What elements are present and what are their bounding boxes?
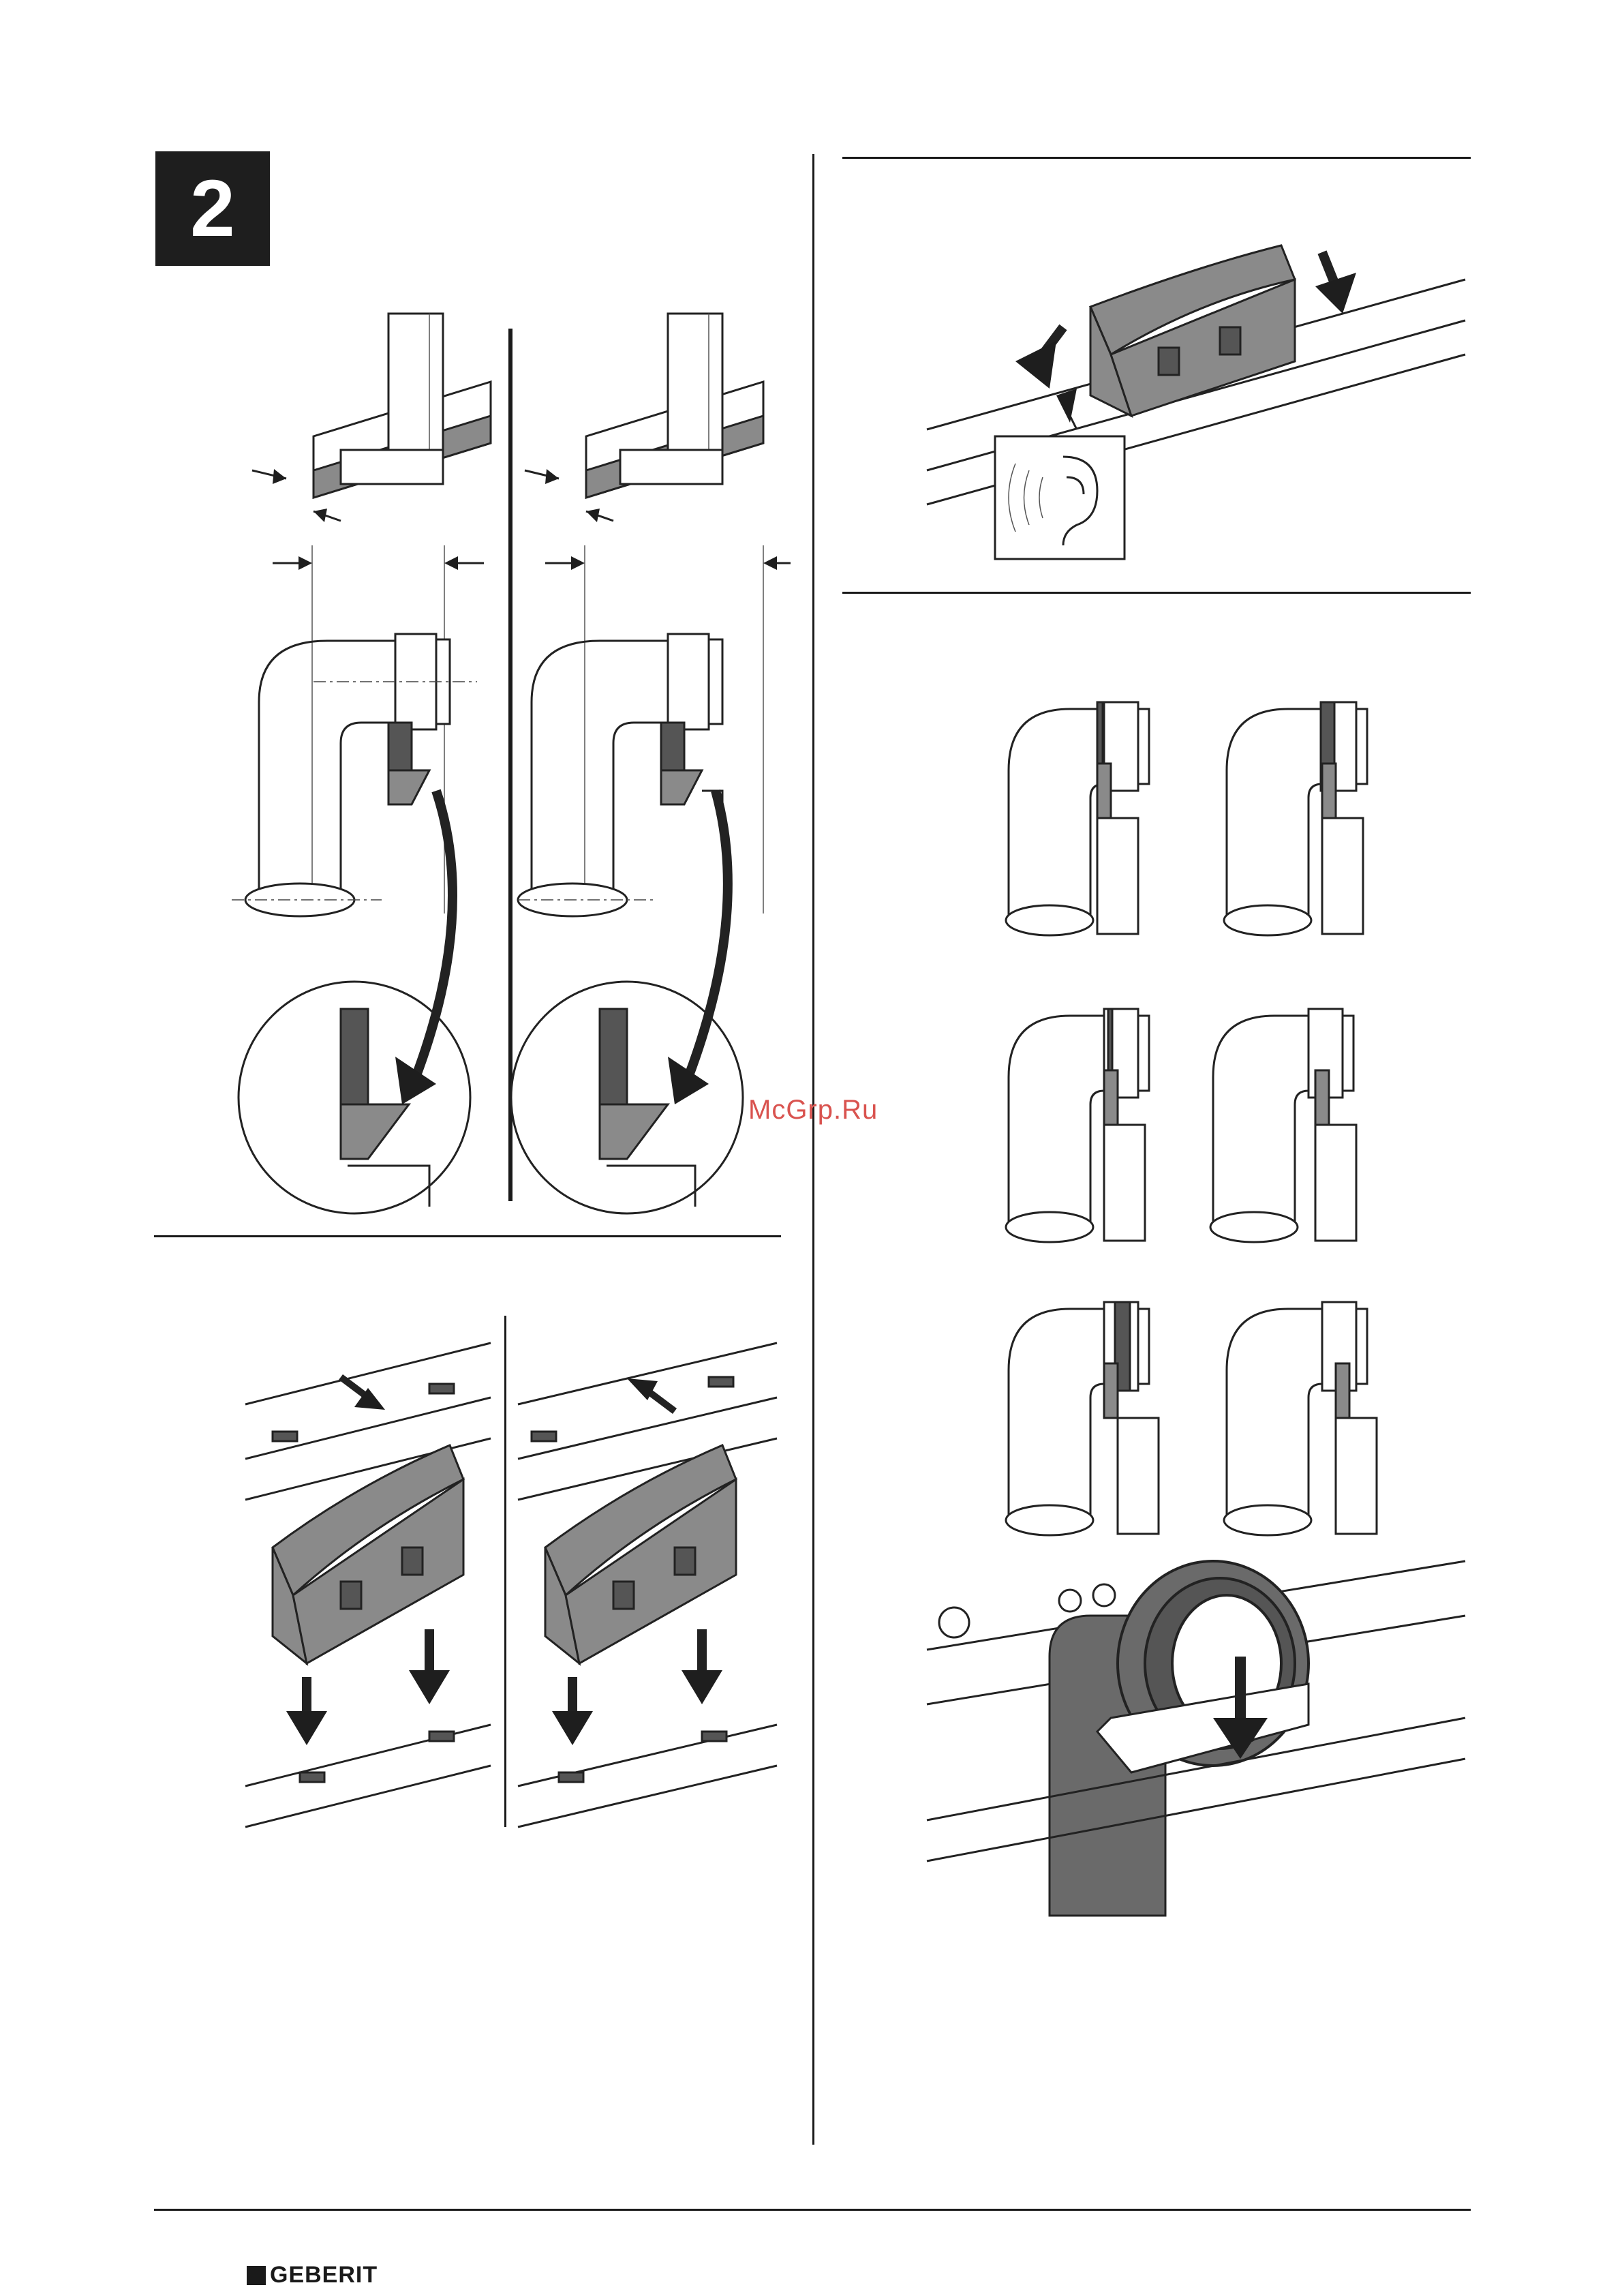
divider-right-top bbox=[842, 157, 1471, 159]
footer-brand: GEBERIT bbox=[247, 2262, 378, 2289]
figure-alignment-measure-left bbox=[232, 300, 504, 1213]
figure-clip-snap-click bbox=[927, 225, 1472, 566]
step-number: 2 bbox=[190, 162, 235, 255]
footer-rule bbox=[154, 2209, 1471, 2211]
step-number-badge: 2 bbox=[155, 151, 270, 266]
vertical-divider-main bbox=[812, 154, 814, 2145]
divider-right-mid bbox=[842, 592, 1471, 594]
figure-pipe-seated-in-clip bbox=[927, 1547, 1472, 1916]
figure-alignment-variant-6 bbox=[1220, 1288, 1404, 1541]
figure-alignment-variant-4 bbox=[1206, 995, 1390, 1248]
brand-name: GEBERIT bbox=[270, 2262, 378, 2289]
watermark-text: McGrp.Ru bbox=[748, 1095, 878, 1126]
divider-top-figs bbox=[508, 329, 512, 1201]
figure-clip-insert-right bbox=[518, 1323, 791, 1841]
figure-alignment-variant-3 bbox=[1002, 995, 1186, 1248]
brand-square-icon bbox=[247, 2266, 266, 2285]
figure-clip-insert-left bbox=[232, 1323, 504, 1841]
figure-alignment-variant-1 bbox=[1002, 689, 1186, 941]
figure-alignment-variant-2 bbox=[1220, 689, 1404, 941]
figure-alignment-measure-right bbox=[518, 300, 791, 1213]
divider-left-mid bbox=[154, 1235, 781, 1237]
figure-alignment-variant-5 bbox=[1002, 1288, 1186, 1541]
divider-bottom-figs bbox=[504, 1316, 506, 1827]
ear-sound-icon bbox=[995, 436, 1124, 559]
